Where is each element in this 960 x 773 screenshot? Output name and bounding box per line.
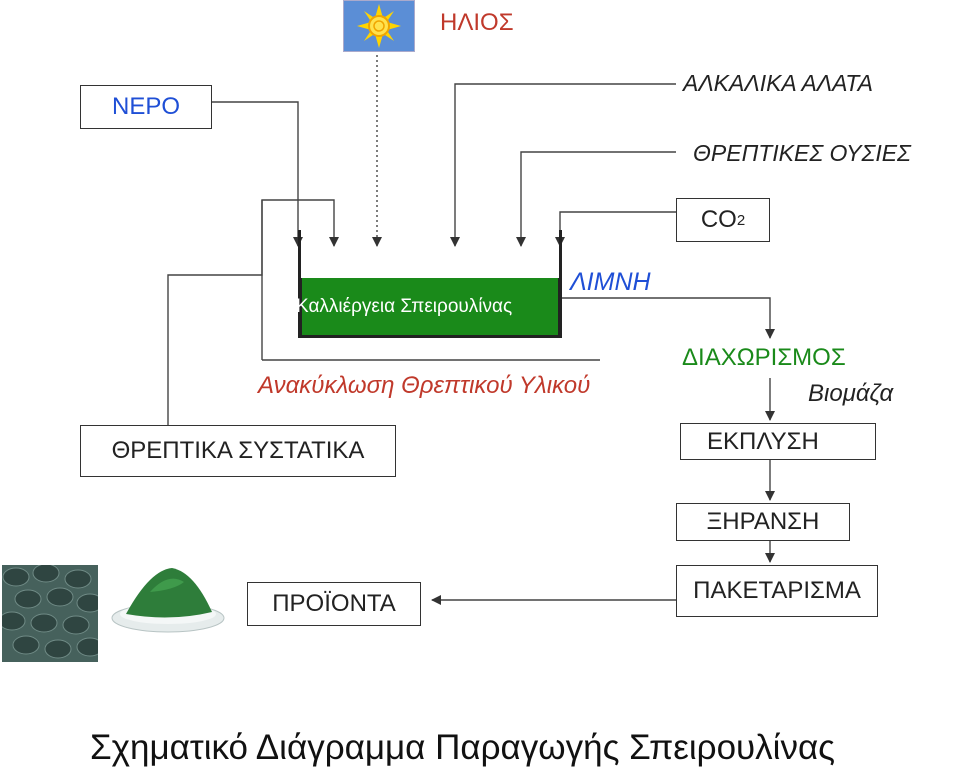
separation-label: ΔΙΑΧΩΡΙΣΜΟΣ (682, 344, 846, 371)
sun-label: ΗΛΙΟΣ (440, 9, 514, 36)
packaging-label: ΠΑΚΕΤΑΡΙΣΜΑ (693, 577, 861, 604)
water-arrow (211, 101, 303, 247)
drying-label: ΞΗΡΑΝΣΗ (706, 508, 820, 535)
diagram-caption: Σχηματικό Διάγραμμα Παραγωγής Σπειρουλίν… (90, 728, 836, 767)
spirulina-tablets-image (2, 565, 98, 662)
biomass-label: Βιομάζα (808, 380, 894, 407)
co2-subscript: 2 (736, 211, 746, 229)
wash-label: ΕΚΠΛΥΣΗ (707, 427, 819, 455)
drying-box: ΞΗΡΑΝΣΗ (676, 503, 850, 541)
water-box: ΝΕΡΟ (80, 85, 212, 129)
pond-label: ΛΙΜΝΗ (570, 268, 651, 296)
spirulina-powder-image (110, 562, 226, 634)
pond-left-wall (298, 230, 301, 338)
co2-arrow (555, 211, 676, 247)
wash-box: ΕΚΠΛΥΣΗ (680, 423, 876, 460)
products-box: ΠΡΟΪΟΝΤΑ (247, 582, 421, 626)
nutrients-label: ΘΡΕΠΤΙΚΕΣ ΟΥΣΙΕΣ (693, 140, 911, 166)
components-box: ΘΡΕΠΤΙΚΑ ΣΥΣΤΑΤΙΚΑ (80, 425, 396, 477)
water-label: ΝΕΡΟ (111, 93, 180, 120)
alkali-arrow (450, 83, 676, 247)
nutrients-arrow (516, 151, 676, 247)
pond-to-separation-arrow (561, 297, 775, 339)
pond-culture-label: Καλλιέργεια Σπειρουλίνας (296, 296, 513, 317)
packaging-box: ΠΑΚΕΤΑΡΙΣΜΑ (676, 565, 878, 617)
sun-icon (357, 4, 401, 48)
pond-right-wall (559, 230, 562, 338)
co2-label: CO (700, 206, 737, 233)
sun-image (343, 0, 415, 52)
components-label: ΘΡΕΠΤΙΚΑ ΣΥΣΤΑΤΙΚΑ (111, 437, 365, 464)
alkali-label: ΑΛΚΑΛΙΚΑ ΑΛΑΤΑ (683, 70, 873, 96)
products-label: ΠΡΟΪΟΝΤΑ (272, 590, 396, 617)
recycle-label: Ανακύκλωση Θρεπτικού Υλικού (258, 372, 591, 399)
